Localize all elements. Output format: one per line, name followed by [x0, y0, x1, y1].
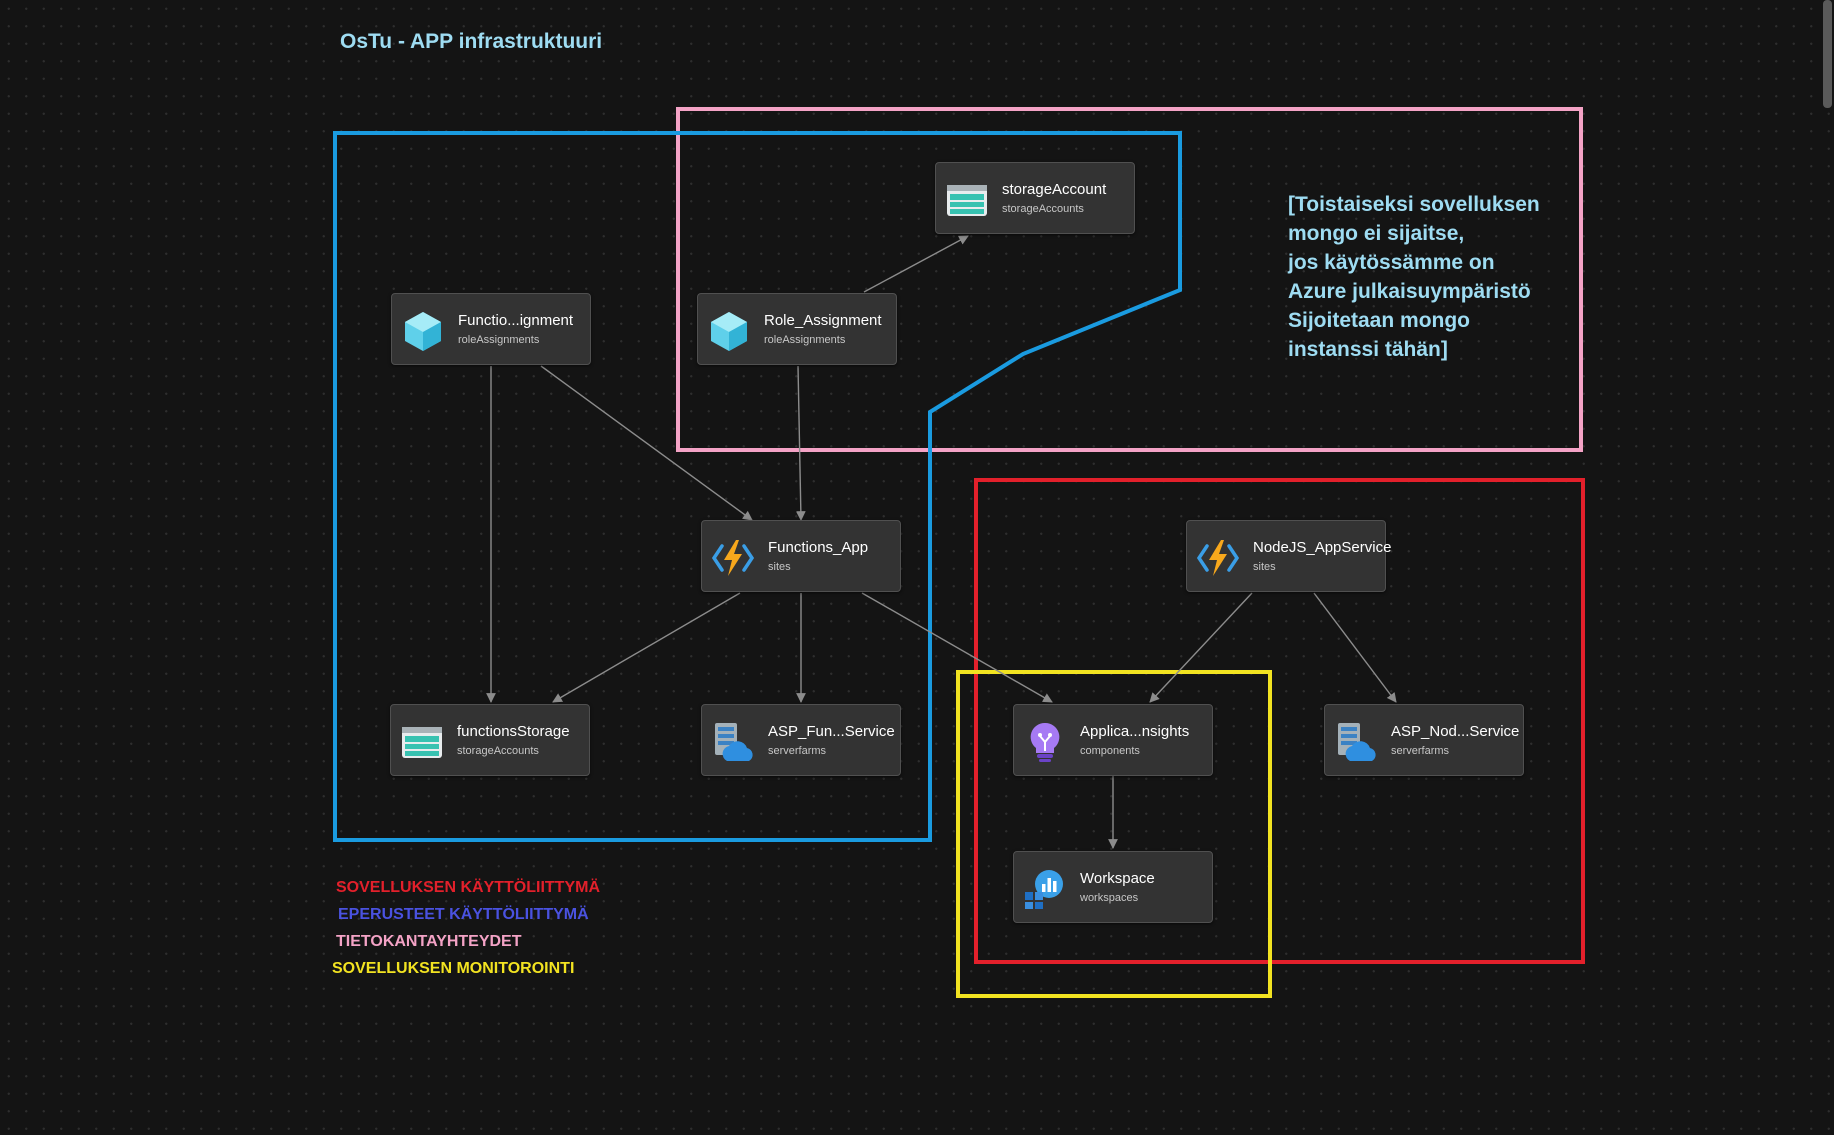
node-type: storageAccounts	[457, 745, 539, 757]
workspace-chart-icon	[1024, 868, 1066, 910]
node-type: components	[1080, 745, 1140, 757]
node-functio-assignment[interactable]: Functio...ignment roleAssignments	[391, 293, 591, 365]
mongo-note: [Toistaiseksi sovelluksen mongo ei sijai…	[1288, 190, 1568, 364]
node-storage-account[interactable]: storageAccount storageAccounts	[935, 162, 1135, 234]
note-line: [Toistaiseksi sovelluksen	[1288, 193, 1540, 216]
node-name: Functio...ignment	[458, 312, 574, 329]
edge-functions-app-to-functions-storage	[552, 592, 741, 703]
node-name: Role_Assignment	[764, 312, 882, 329]
lightbulb-icon	[1024, 721, 1066, 763]
node-asp-fun-service[interactable]: ASP_Fun...Service serverfarms	[701, 704, 901, 776]
node-type: roleAssignments	[764, 334, 846, 346]
server-cloud-icon	[712, 721, 754, 763]
cube-icon	[708, 310, 750, 352]
node-type: workspaces	[1080, 892, 1139, 904]
note-line: instanssi tähän]	[1288, 338, 1448, 361]
node-type: storageAccounts	[1002, 203, 1084, 215]
diagram-title: OsTu - APP infrastruktuuri	[340, 30, 603, 53]
node-type: roleAssignments	[458, 334, 540, 346]
node-type: serverfarms	[768, 745, 827, 757]
server-cloud-icon	[1335, 721, 1377, 763]
lightning-icon	[712, 537, 754, 579]
node-role-assignment[interactable]: Role_Assignment roleAssignments	[697, 293, 897, 365]
note-line: mongo ei sijaitse,	[1288, 222, 1465, 245]
node-name: Workspace	[1080, 870, 1155, 887]
vertical-scrollbar[interactable]	[1823, 0, 1832, 108]
node-nodejs-appservice[interactable]: NodeJS_AppService sites	[1186, 520, 1391, 592]
node-name: NodeJS_AppService	[1253, 539, 1392, 556]
node-name: ASP_Nod...Service	[1391, 723, 1520, 740]
node-name: Applica...nsights	[1080, 723, 1190, 740]
lightning-icon	[1197, 537, 1239, 579]
note-line: Sijoitetaan mongo	[1288, 309, 1471, 332]
node-functions-storage[interactable]: functionsStorage storageAccounts	[390, 704, 590, 776]
cube-icon	[402, 310, 444, 352]
storage-icon	[401, 721, 443, 763]
node-name: Functions_App	[768, 539, 869, 556]
node-type: sites	[1253, 561, 1276, 573]
node-name: ASP_Fun...Service	[768, 723, 895, 740]
node-type: sites	[768, 561, 791, 573]
legend-eperusteet-ui: EPERUSTEET KÄYTTÖLIITTYMÄ	[338, 906, 589, 923]
node-applica-nsights[interactable]: Applica...nsights components	[1013, 704, 1213, 776]
storage-icon	[946, 179, 988, 221]
legend-app-ui: SOVELLUKSEN KÄYTTÖLIITTYMÄ	[336, 879, 600, 896]
node-functions-app[interactable]: Functions_App sites	[701, 520, 901, 592]
note-line: Azure julkaisuympäristö	[1288, 280, 1531, 303]
node-asp-nod-service[interactable]: ASP_Nod...Service serverfarms	[1324, 704, 1524, 776]
legend-app-monitoring: SOVELLUKSEN MONITOROINTI	[332, 960, 575, 977]
legend: SOVELLUKSEN KÄYTTÖLIITTYMÄ EPERUSTEET KÄ…	[332, 874, 600, 982]
node-name: storageAccount	[1002, 181, 1107, 198]
note-line: jos käytössämme on	[1288, 251, 1495, 274]
node-name: functionsStorage	[457, 723, 570, 740]
legend-database-connections: TIETOKANTAYHTEYDET	[336, 933, 522, 950]
node-type: serverfarms	[1391, 745, 1450, 757]
node-workspace[interactable]: Workspace workspaces	[1013, 851, 1213, 923]
